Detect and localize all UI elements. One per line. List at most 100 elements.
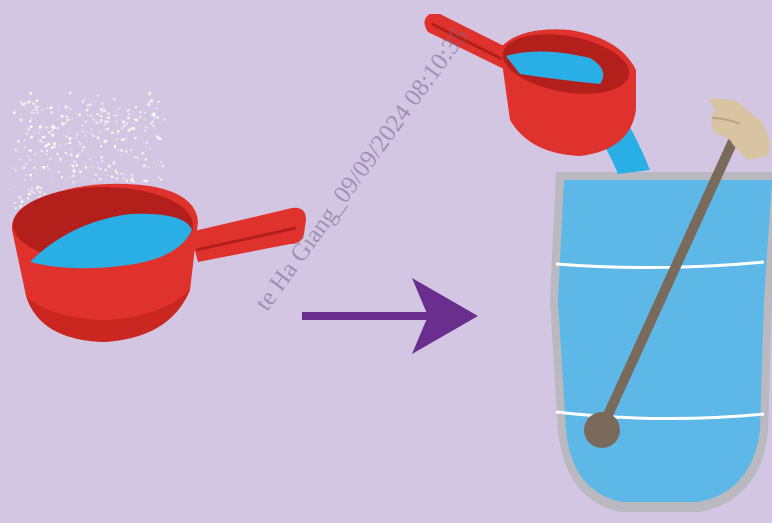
salt-grain (112, 162, 115, 165)
salt-grain (92, 118, 94, 120)
salt-grain (84, 131, 85, 132)
salt-grain (74, 161, 76, 163)
salt-grain (60, 115, 63, 118)
salt-grain (46, 150, 48, 152)
salt-grain (55, 147, 56, 148)
salt-grain (139, 117, 140, 118)
salt-grain (149, 148, 151, 150)
salt-grain (124, 138, 126, 140)
salt-grain (27, 128, 29, 130)
salt-grain (69, 107, 70, 108)
salt-grain (146, 104, 147, 105)
salt-grain (31, 118, 33, 120)
salt-grain (106, 111, 108, 113)
salt-grain (38, 132, 40, 134)
salt-grain (32, 103, 34, 105)
salt-grain (156, 116, 159, 119)
salt-grain (157, 101, 159, 103)
salt-grain (137, 157, 139, 159)
salt-grain (37, 112, 39, 114)
salt-grain (29, 174, 32, 177)
salt-grain (72, 181, 74, 183)
salt-grain (107, 128, 110, 131)
salt-grain (65, 152, 67, 154)
salt-grain (58, 171, 60, 173)
salt-grain (50, 111, 53, 114)
salt-grain (100, 156, 103, 159)
salt-grain (14, 202, 16, 204)
salt-grain (78, 141, 79, 142)
salt-grain (149, 92, 151, 94)
salt-grain (20, 101, 22, 103)
salt-grain (113, 98, 116, 101)
salt-grain (76, 164, 78, 166)
salt-grain (33, 132, 35, 134)
salt-grain (100, 145, 102, 147)
salt-grain (72, 175, 75, 178)
salt-grain (56, 127, 59, 130)
salt-grain (92, 135, 94, 137)
salt-grain (160, 179, 162, 181)
salt-grain (152, 113, 155, 116)
salt-grain (49, 106, 52, 109)
salt-grain (116, 177, 118, 179)
salt-grain (38, 129, 39, 130)
salt-grain (161, 165, 163, 167)
salt-grain (156, 108, 158, 110)
salt-grain (80, 177, 81, 178)
salt-grain (85, 135, 86, 136)
salt-grain (100, 168, 102, 170)
salt-grain (114, 147, 115, 148)
salt-grain (133, 118, 135, 120)
salt-grain (99, 121, 101, 123)
salt-grain (33, 167, 35, 169)
salt-grain (101, 112, 102, 113)
salt-grain (97, 95, 99, 97)
salt-grain (104, 169, 107, 172)
salt-grain (29, 125, 32, 128)
salt-grain (69, 92, 71, 94)
salt-grain (30, 136, 33, 139)
salt-grain (130, 149, 132, 151)
salt-grain (130, 127, 133, 130)
salt-grain (48, 131, 51, 134)
salt-grain (116, 172, 118, 174)
salt-grain (77, 155, 79, 157)
salt-grain (76, 133, 78, 135)
salt-grain (71, 109, 72, 110)
salt-grain (47, 143, 50, 146)
salt-grain (146, 127, 148, 129)
salt-grain (127, 129, 130, 132)
salt-grain (40, 187, 42, 189)
salt-grain (105, 128, 107, 130)
salt-grain (90, 115, 92, 117)
salt-grain (51, 179, 52, 180)
salt-grain (103, 109, 106, 112)
salt-grain (123, 177, 125, 179)
salt-grain (23, 166, 26, 169)
salt-grain (117, 125, 118, 126)
salt-grain (60, 158, 62, 160)
salt-grain (20, 199, 21, 200)
salt-grain (87, 153, 88, 154)
salt-grain (49, 158, 51, 160)
salt-grain (124, 174, 125, 175)
salt-grain (66, 154, 68, 156)
salt-grain (28, 193, 31, 196)
salt-grain (47, 108, 49, 110)
salt-grain (152, 121, 154, 123)
salt-grain (14, 187, 15, 188)
salt-grain (28, 101, 31, 104)
salt-grain (49, 169, 50, 170)
salt-grain (46, 153, 48, 155)
salt-grain (131, 174, 134, 177)
salt-grain (81, 131, 83, 133)
salt-grain (27, 156, 29, 158)
salt-grain (13, 168, 14, 169)
salt-grain (133, 122, 134, 123)
pouring-saucepan-icon (424, 14, 636, 156)
salt-grain (143, 164, 146, 167)
salt-grain (13, 111, 16, 114)
salt-grain (82, 102, 83, 103)
